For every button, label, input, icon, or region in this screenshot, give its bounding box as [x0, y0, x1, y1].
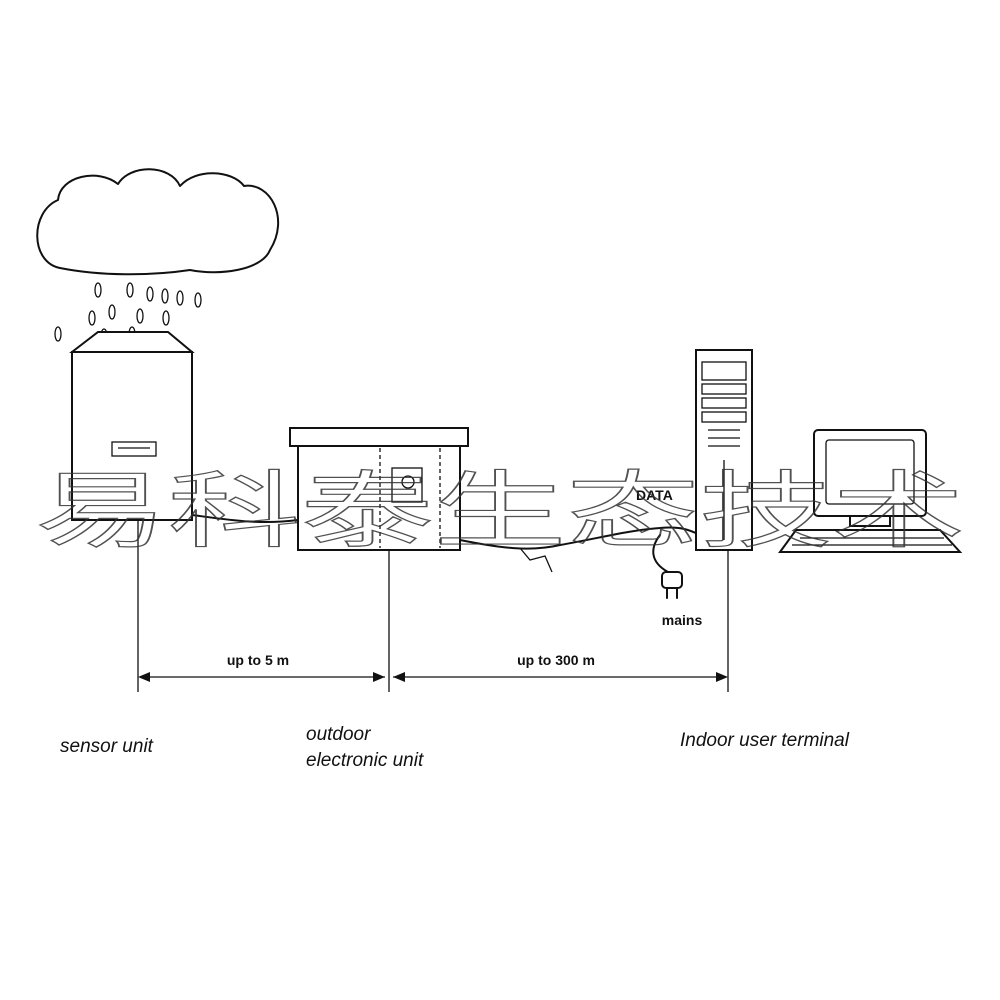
cloud-icon [36, 168, 280, 276]
dimension-arrow-sensor-outdoor [138, 672, 385, 682]
outdoor-unit-label-line2: electronic unit [306, 750, 424, 771]
mains-plug-icon [652, 534, 683, 599]
outdoor-electronic-unit-icon [289, 427, 469, 551]
distance-label-300m: up to 300 m [517, 652, 595, 668]
keyboard-icon [778, 529, 963, 553]
sensor-unit-icon [69, 331, 195, 521]
data-label: DATA [636, 487, 673, 503]
indoor-terminal-label: Indoor user terminal [680, 730, 850, 751]
outdoor-unit-label-line1: outdoor [306, 724, 371, 745]
data-cable [459, 526, 701, 550]
watermark-text: 易科泰生态技术 [35, 462, 965, 560]
dimension-arrow-outdoor-indoor [393, 672, 728, 682]
sensor-unit-label: sensor unit [60, 736, 154, 757]
mains-label: mains [662, 612, 703, 628]
distance-label-5m: up to 5 m [227, 652, 289, 668]
monitor-icon [813, 429, 927, 527]
sensor-cable [191, 514, 299, 524]
indoor-rack-icon [695, 349, 753, 551]
